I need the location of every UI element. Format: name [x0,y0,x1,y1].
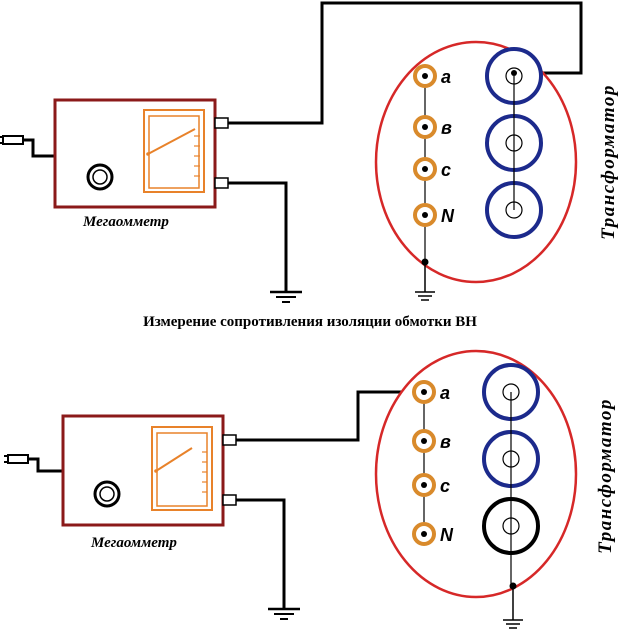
bottom-terminal-label-a: a [440,383,450,403]
top-transformer: a в c N [374,40,578,301]
top-meter-scale [143,109,205,193]
bottom-crank-knob [93,480,121,508]
top-megohmmeter-body [53,98,217,209]
top-transformer-tank [374,40,578,284]
bottom-output-terminal-earth [222,494,237,506]
top-megohmmeter [53,98,229,209]
top-output-terminal-earth [214,177,229,189]
bottom-megohmmeter-body [61,414,225,527]
bottom-transformer-label: Трансформатор [595,398,616,554]
top-power-plug [0,135,55,158]
top-terminal-label-c: c [441,160,451,180]
top-terminal-c [413,157,437,181]
top-winding-junction [511,70,517,76]
bottom-terminal-n [412,522,436,546]
top-ground-symbol-tank [415,291,435,301]
top-output-terminal-line [214,117,229,129]
bottom-power-plug [4,454,63,473]
diagram-caption: Измерение сопротивления изоляции обмотки… [143,314,477,330]
bottom-diagram: Мегаомметр [4,349,616,629]
top-terminal-label-n: N [441,206,455,226]
top-terminal-v [413,115,437,139]
top-ground-symbol-meter [270,290,302,303]
bottom-terminal-label-c: c [440,476,450,496]
top-crank-knob [86,163,114,191]
bottom-terminal-c [412,473,436,497]
bottom-terminal-a [412,380,436,404]
bottom-terminal-label-v: в [440,432,451,452]
bottom-meter-scale [151,426,213,511]
bottom-ground-symbol-meter [268,607,300,620]
bottom-terminal-label-n: N [440,525,454,545]
top-device-label: Мегаомметр [82,214,169,230]
bottom-line-wire [236,390,424,442]
top-earth-wire [228,181,288,291]
bottom-transformer-tank [374,349,578,599]
bottom-ground-symbol-tank [503,619,523,629]
bottom-terminal-v [412,429,436,453]
top-diagram: Мегаомметр [0,1,619,303]
top-terminal-a [413,64,437,88]
top-terminal-label-a: a [441,67,451,87]
top-terminal-label-v: в [441,118,452,138]
bottom-megohmmeter [61,414,237,527]
top-transformer-label: Трансформатор [598,84,619,240]
bottom-output-terminal-line [222,434,237,446]
bottom-earth-wire [236,498,286,608]
top-terminal-n [413,203,437,227]
bottom-device-label: Мегаомметр [90,535,177,551]
bottom-transformer: a в c N [374,349,578,629]
